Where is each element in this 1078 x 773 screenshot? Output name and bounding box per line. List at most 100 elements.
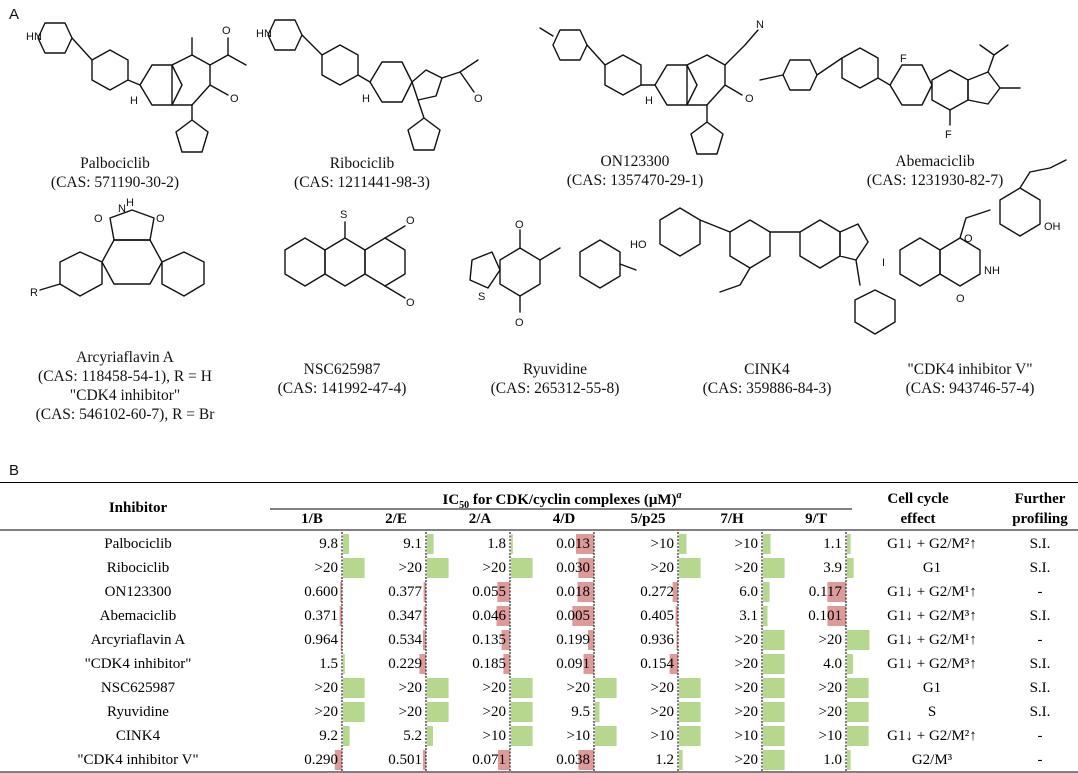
- ic50-value: >20: [819, 632, 842, 648]
- compound-alt-name: "CDK4 inhibitor": [69, 387, 181, 404]
- cell-cycle-effect: G1: [923, 680, 941, 696]
- activity-bar: [679, 702, 701, 722]
- svg-text:H: H: [362, 93, 370, 105]
- compound-name: Arcyriaflavin A: [76, 349, 174, 366]
- svg-text:O: O: [515, 317, 524, 329]
- activity-bar: [427, 702, 449, 722]
- svg-text:R: R: [30, 287, 38, 299]
- activity-bar: [503, 654, 510, 674]
- ic50-value: >10: [651, 536, 674, 552]
- ribociclib-structure: HN H O: [256, 19, 483, 151]
- compound-cas: (CAS: 265312-55-8): [490, 380, 620, 397]
- activity-bar: [497, 582, 510, 602]
- ic50-value: >20: [735, 704, 758, 720]
- column-header: 7/H: [720, 511, 744, 527]
- activity-bar: [427, 678, 449, 698]
- compound-cas: (CAS: 141992-47-4): [277, 380, 407, 397]
- column-header: 2/E: [385, 511, 407, 527]
- ic50-value: 1.5: [319, 656, 338, 672]
- cell-cycle-effect: G2/M³: [912, 752, 953, 768]
- caption-on123300: ON123300 (CAS: 1357470-29-1): [540, 152, 730, 190]
- activity-bar: [576, 534, 594, 554]
- ic50-value: 0.018: [556, 584, 590, 600]
- compound-name: "CDK4 inhibitor V": [907, 361, 1033, 378]
- svg-text:HN: HN: [256, 28, 272, 40]
- compound-name: Ribociclib: [329, 155, 395, 172]
- ic50-value: >20: [315, 680, 338, 696]
- ic50-value: 1.2: [655, 752, 674, 768]
- ic50-value: 0.101: [808, 608, 842, 624]
- row-inhibitor: Palbociclib: [104, 536, 172, 552]
- ic50-value: >20: [819, 680, 842, 696]
- header-profiling: profiling: [1012, 511, 1068, 527]
- activity-bar: [676, 630, 678, 650]
- ic50-value: 0.964: [304, 632, 338, 648]
- header-inhibitor: Inhibitor: [109, 500, 168, 516]
- cell-cycle-effect: G1↓ + G2/M¹↑: [887, 584, 977, 600]
- activity-bar: [496, 606, 510, 626]
- cdk4-inhibitor-v-structure: I OH NH O O: [882, 159, 1067, 305]
- activity-bar: [827, 582, 846, 602]
- ic50-value: 0.405: [640, 608, 674, 624]
- header-further: Further: [1015, 491, 1066, 507]
- row-inhibitor: ON123300: [105, 584, 172, 600]
- activity-bar: [672, 582, 678, 602]
- activity-bar: [511, 702, 533, 722]
- activity-bar: [679, 678, 701, 698]
- activity-bar: [763, 582, 770, 602]
- activity-bar: [343, 726, 350, 746]
- activity-bar: [501, 630, 510, 650]
- svg-text:F: F: [900, 53, 907, 65]
- compound-cas: (CAS: 1357470-29-1): [566, 172, 704, 189]
- svg-text:NH: NH: [984, 265, 1000, 277]
- cell-cycle-effect: S: [928, 704, 936, 720]
- activity-bar: [763, 702, 785, 722]
- svg-text:O: O: [222, 25, 231, 37]
- activity-bar: [679, 558, 701, 578]
- caption-cink4: CINK4 (CAS: 359886-84-3): [672, 360, 862, 398]
- cell-cycle-effect: G1: [923, 560, 941, 576]
- further-profiling: S.I.: [1030, 536, 1051, 552]
- ic50-value: 9.1: [403, 536, 422, 552]
- activity-bar: [669, 654, 678, 674]
- panel-label-b: B: [9, 462, 20, 479]
- svg-text:H: H: [645, 95, 653, 107]
- activity-bar: [511, 726, 533, 746]
- activity-bar: [577, 582, 594, 602]
- ic50-value: >10: [819, 728, 842, 744]
- ic50-value: 0.013: [556, 536, 590, 552]
- ic50-value: 1.0: [823, 752, 842, 768]
- activity-bar: [423, 750, 426, 770]
- compound-name: ON123300: [600, 153, 670, 170]
- ic50-value: 0.185: [472, 656, 506, 672]
- activity-bar: [763, 678, 785, 698]
- ic50-value: >20: [315, 560, 338, 576]
- ic50-value: 0.117: [809, 584, 843, 600]
- compound-name: Palbociclib: [80, 155, 150, 172]
- activity-bar: [588, 630, 594, 650]
- row-inhibitor: Ryuvidine: [107, 704, 169, 720]
- cell-cycle-effect: G1↓ + G2/M²↑: [887, 728, 977, 744]
- caption-palbociclib: Palbociclib (CAS: 571190-30-2): [25, 154, 205, 192]
- ic50-value: >10: [567, 728, 590, 744]
- ic50-value: >20: [651, 704, 674, 720]
- ic50-value: 0.091: [556, 656, 590, 672]
- activity-bar: [847, 702, 869, 722]
- ic50-value: 3.9: [823, 560, 842, 576]
- ic50-value: >20: [819, 704, 842, 720]
- compound-name: CINK4: [744, 361, 790, 378]
- ic50-value: >20: [399, 560, 422, 576]
- ic50-value: >20: [735, 632, 758, 648]
- caption-ryuvidine: Ryuvidine (CAS: 265312-55-8): [460, 360, 650, 398]
- activity-bar: [763, 534, 771, 554]
- compound-name: Abemaciclib: [895, 153, 975, 170]
- activity-bar: [343, 558, 365, 578]
